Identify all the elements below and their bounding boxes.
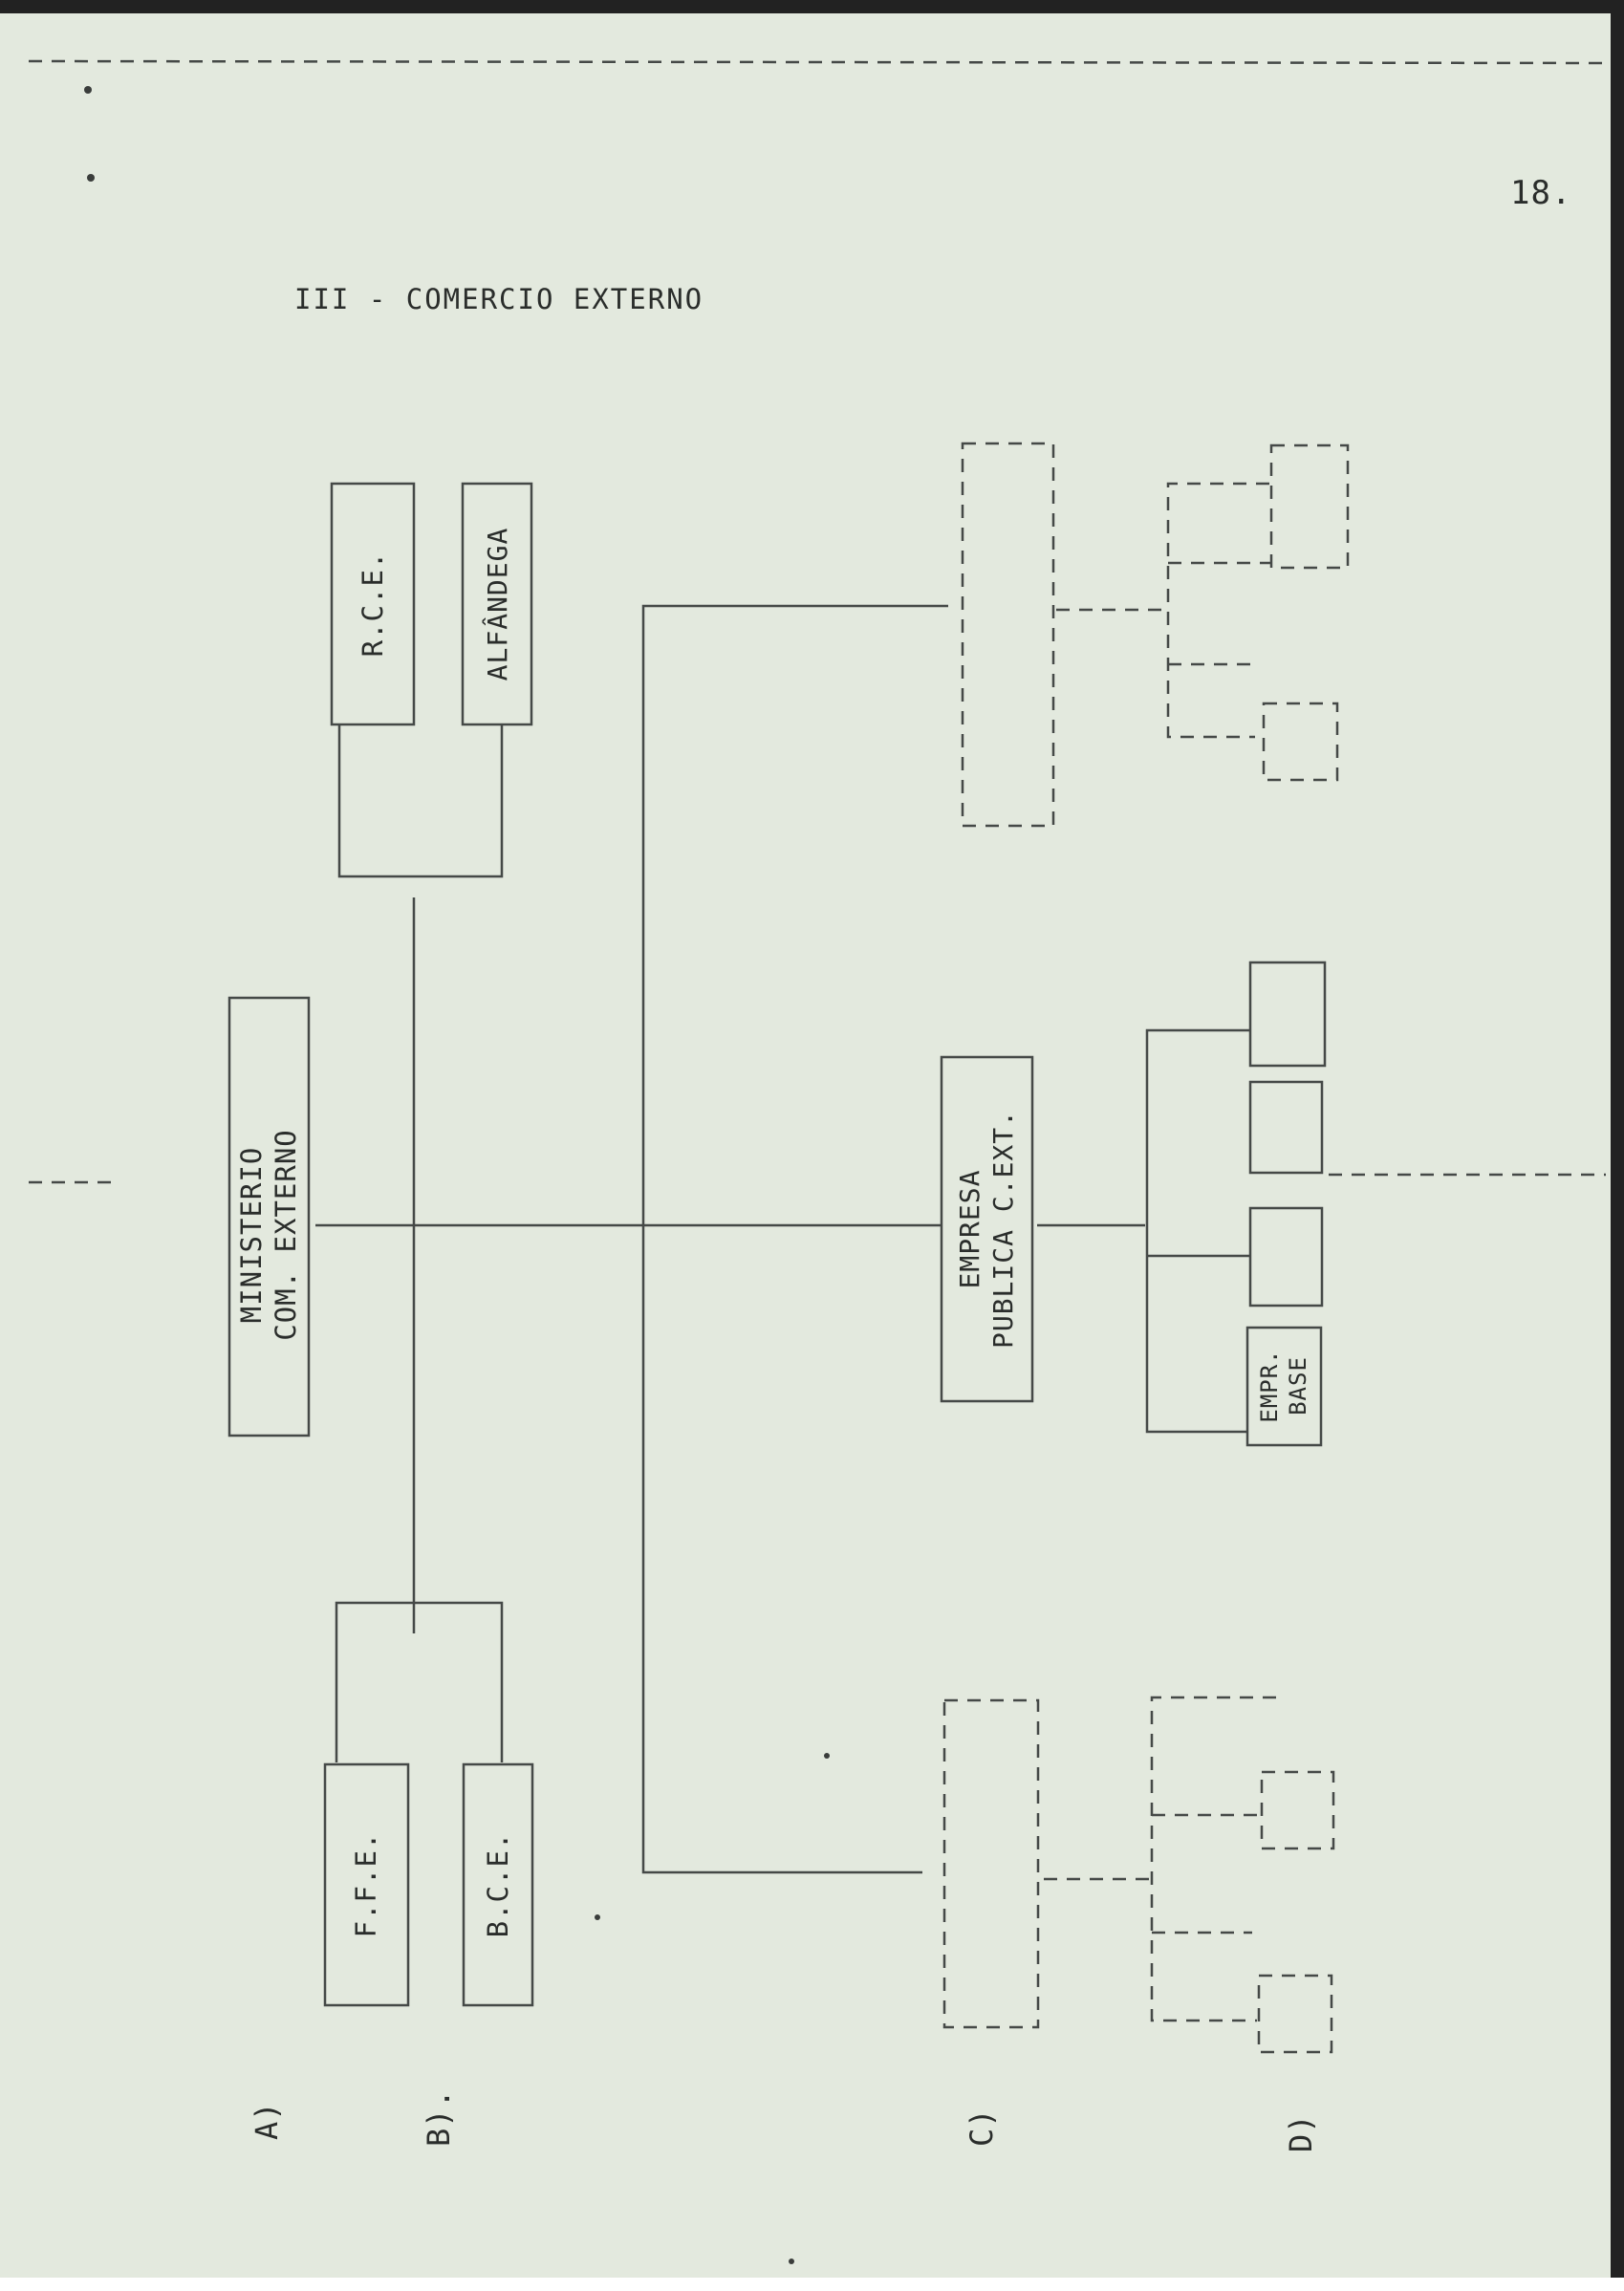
row-label-c: C) <box>964 2107 1000 2147</box>
alfandega-label: ALFÂNDEGA <box>478 508 516 700</box>
empresa-base-box <box>1245 1326 1323 1447</box>
row-label-b: B). <box>421 2088 457 2147</box>
future-sub-lower-2 <box>1257 1974 1333 2054</box>
subsidiary-box-1 <box>1248 961 1327 1068</box>
speck <box>789 2259 794 2264</box>
alfandega-label-line-1: ALFÂNDEGA <box>481 527 513 681</box>
ffe-label: F.F.E. <box>347 1789 385 1980</box>
empresa-base-label-line-2: BASE <box>1285 1356 1311 1416</box>
ffe-box <box>323 1762 410 2007</box>
speck <box>84 86 92 94</box>
speck <box>595 1914 600 1920</box>
subsidiary-box-3 <box>1248 1206 1324 1308</box>
bce-box <box>462 1762 534 2007</box>
bce-label: B.C.E. <box>479 1789 517 1980</box>
future-sub-upper-2 <box>1262 702 1339 782</box>
ministerio-label-line-1: MINISTERIO <box>234 1146 268 1324</box>
page-number: 18. <box>1510 174 1572 212</box>
ffe-label-line-1: F.F.E. <box>349 1831 382 1938</box>
future-box-lower <box>942 1698 1040 2029</box>
c-trunk <box>641 604 948 1874</box>
future-sub-upper-1 <box>1269 443 1350 570</box>
top-margin-dash <box>28 59 1607 65</box>
alfandega-box <box>461 482 533 726</box>
empresa-base-label-line-1: EMPR. <box>1256 1349 1283 1423</box>
subsidiary-box-2 <box>1248 1080 1324 1175</box>
ministerio-box <box>227 996 311 1437</box>
empresa-publica-label-line-1: EMPRESA <box>954 1169 985 1289</box>
row-label-a: A) <box>249 2101 285 2140</box>
ministerio-label-line-2: COM. EXTERNO <box>270 1129 302 1341</box>
speck <box>824 1753 830 1759</box>
speck <box>87 174 95 182</box>
lower-dash-bracket <box>1150 1696 1276 2022</box>
ministerio-label: MINISTERIO COM. EXTERNO <box>233 1072 304 1397</box>
empresa-publica-box <box>940 1055 1034 1403</box>
d-bracket <box>1145 1028 1250 1434</box>
rce-label-line-1: R.C.E. <box>356 551 389 658</box>
rce-label: R.C.E. <box>354 508 392 700</box>
row-label-d: D) <box>1283 2113 1319 2152</box>
future-box-upper <box>961 442 1055 828</box>
empresa-publica-label: EMPRESA PUBLICA C.EXT. <box>951 1091 1022 1368</box>
bottom-bracket <box>335 1601 504 1762</box>
empresa-publica-label-line-2: PUBLICA C.EXT. <box>987 1110 1019 1350</box>
future-sub-lower-1 <box>1260 1770 1335 1850</box>
rce-box <box>330 482 416 726</box>
upper-dash-bracket <box>1166 482 1269 739</box>
empresa-base-label: EMPR. BASE <box>1252 1333 1315 1438</box>
org-chart-lines <box>28 59 1607 2264</box>
top-bracket <box>337 725 504 878</box>
page-title: III - COMERCIO EXTERNO <box>294 283 704 315</box>
bce-label-line-1: B.C.E. <box>481 1831 514 1938</box>
